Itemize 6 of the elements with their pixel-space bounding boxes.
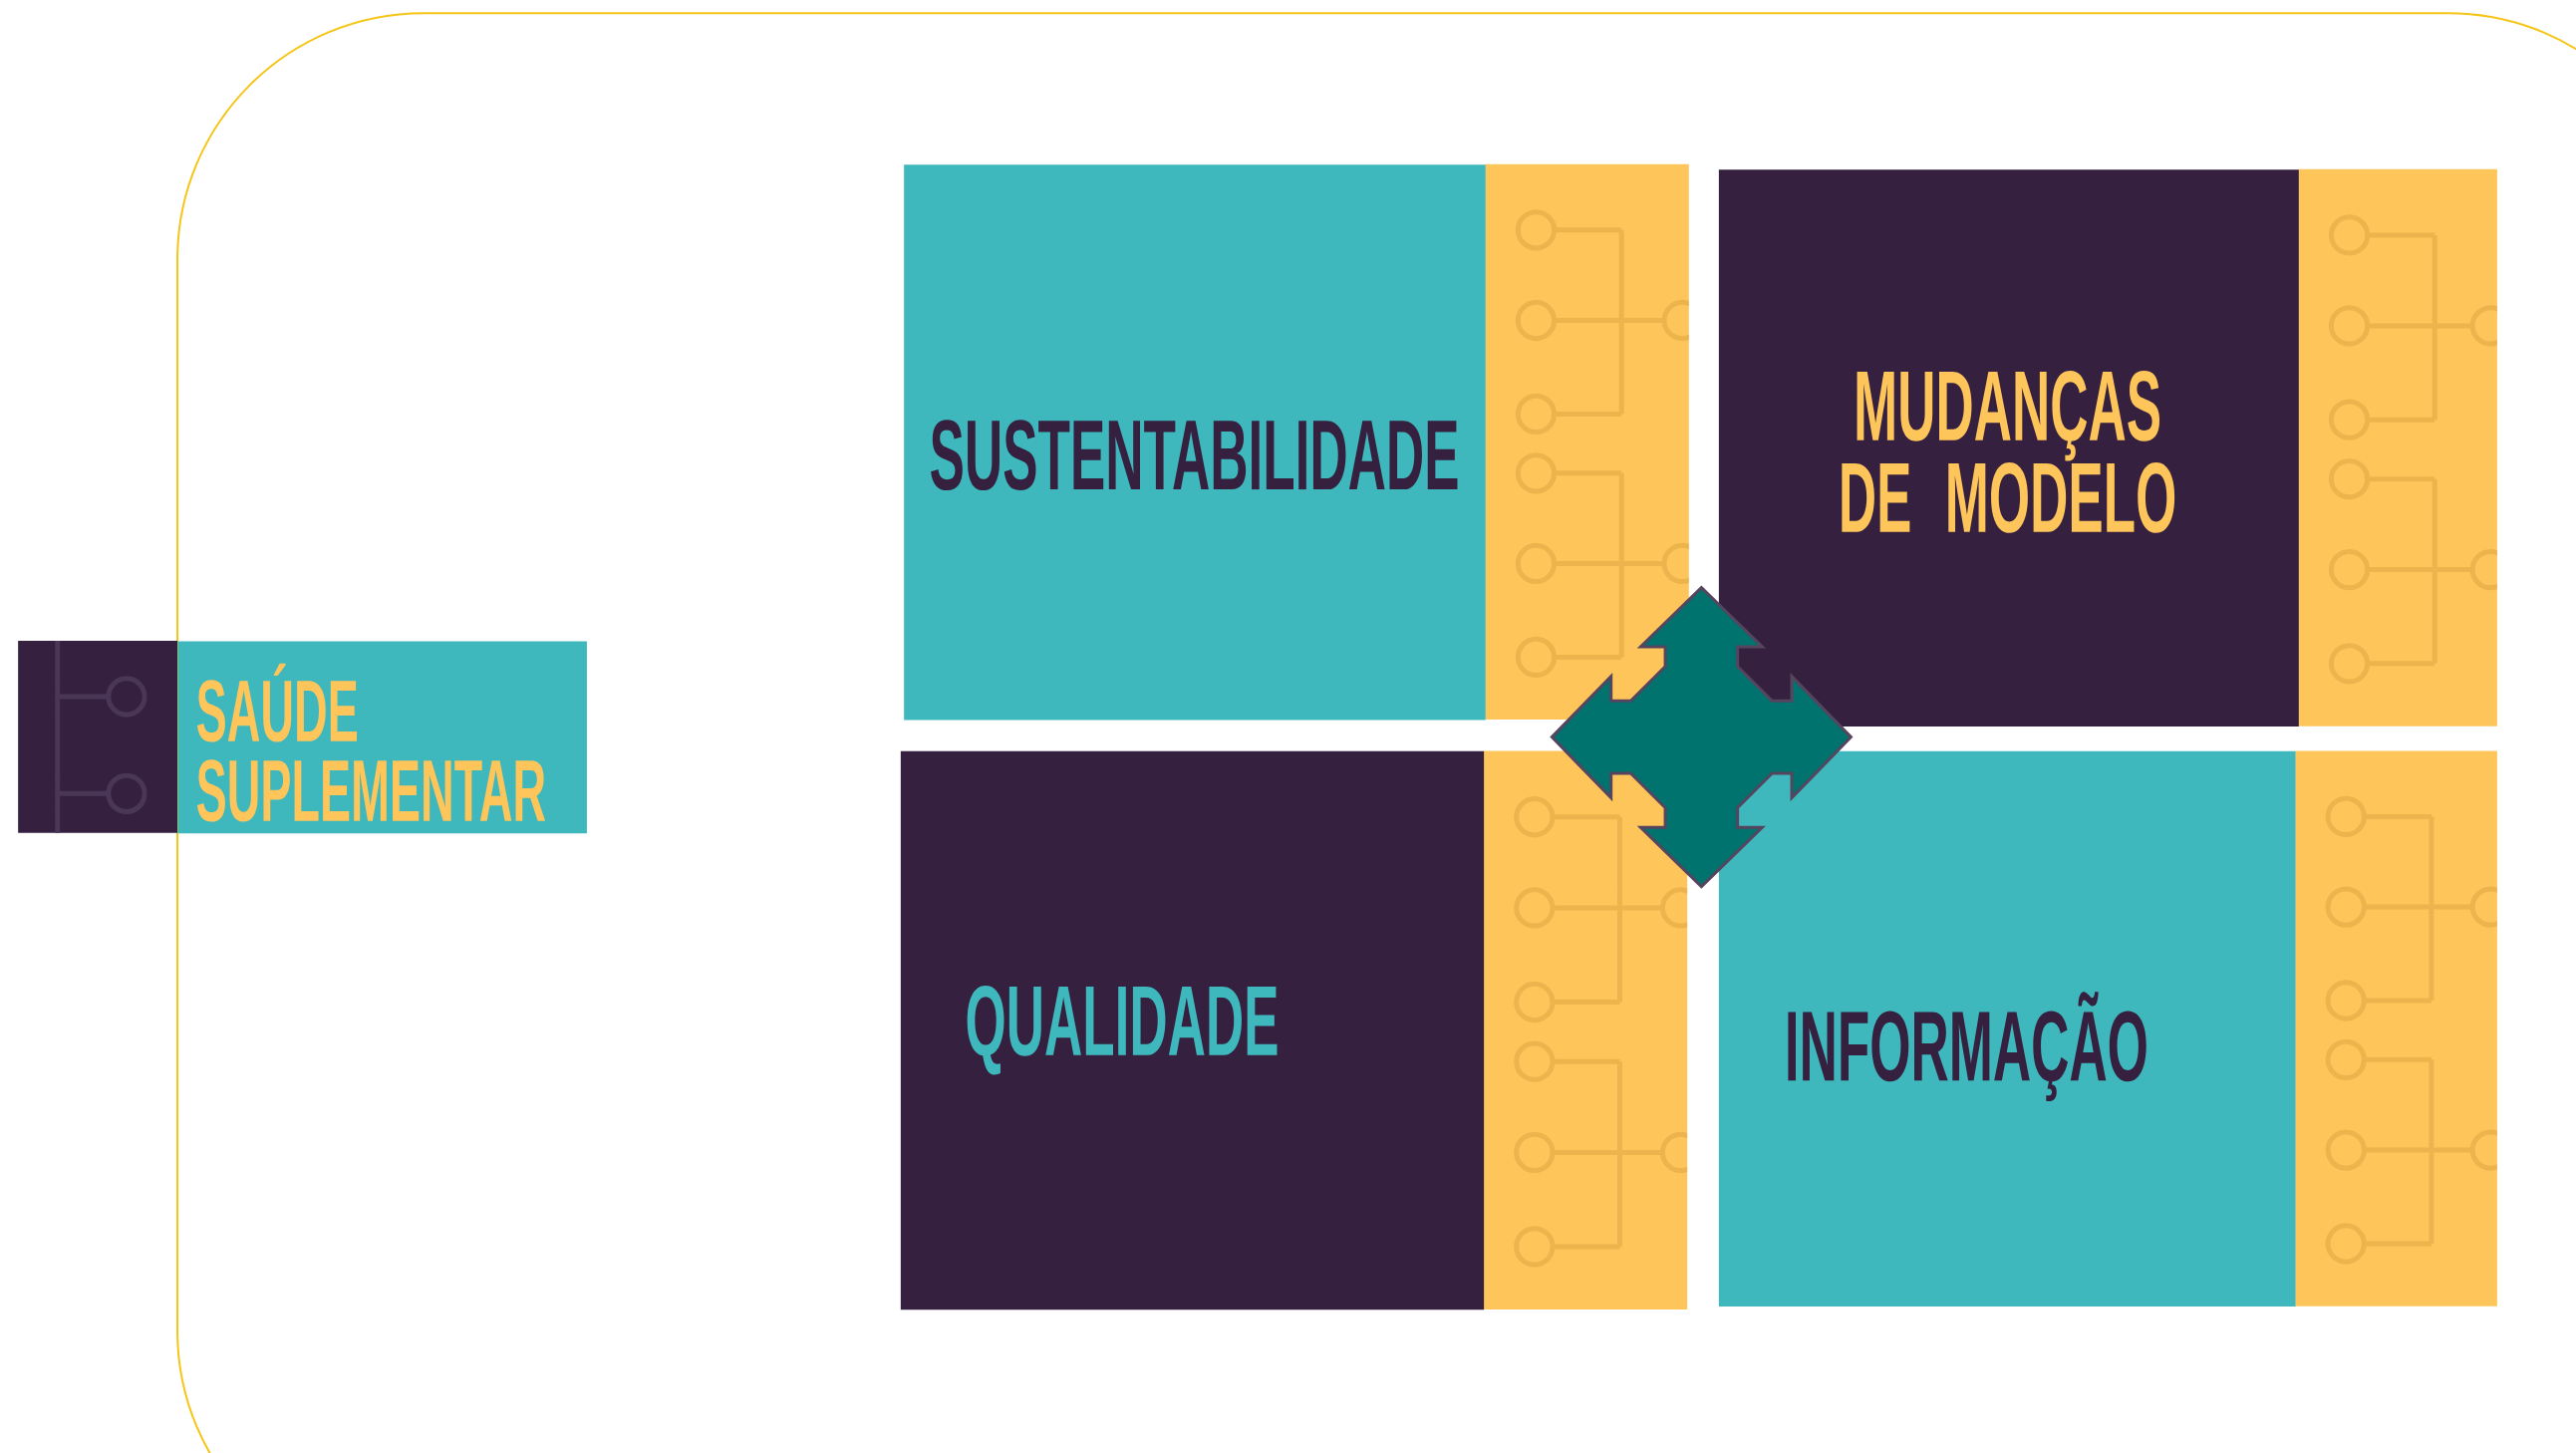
- label-box: SAÚDE SUPLEMENTAR: [177, 641, 587, 834]
- card: MUDANÇAS DE MODELO: [1718, 169, 2299, 727]
- card: SUSTENTABILIDADE: [904, 164, 1486, 721]
- four-way-arrow: [1550, 585, 1854, 889]
- card: QUALIDADE: [900, 750, 1485, 1310]
- card: INFORMAÇÃO: [1718, 750, 2296, 1308]
